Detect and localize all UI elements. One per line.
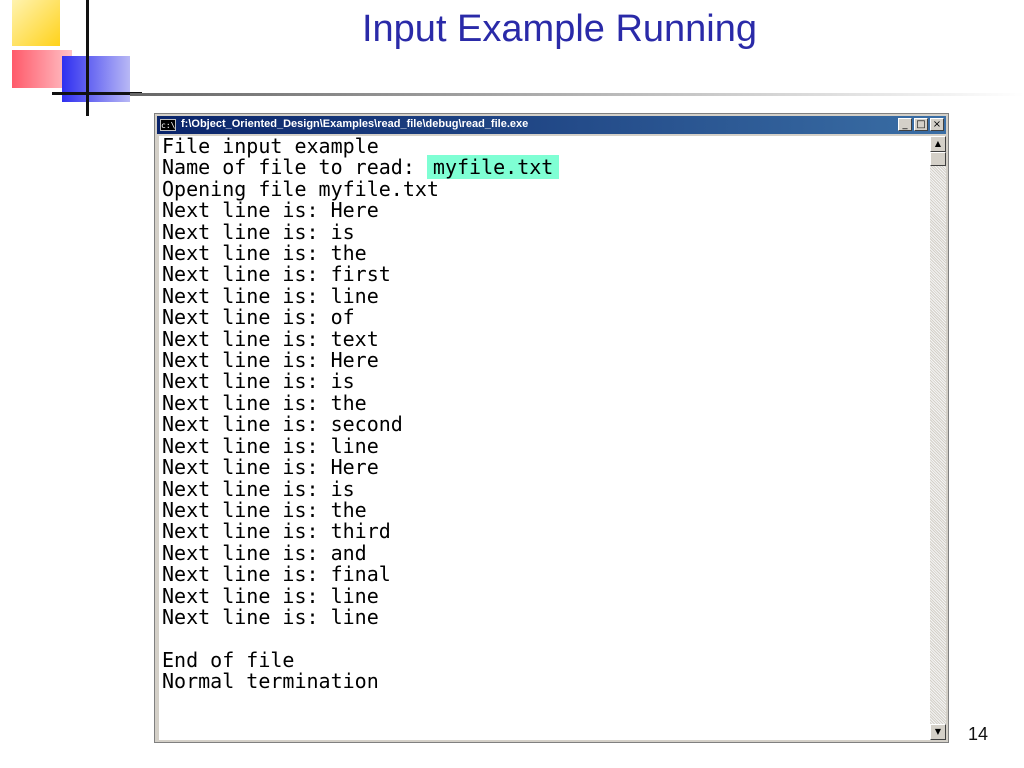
window-title: f:\Object_Oriented_Design\Examples\read_…: [181, 118, 529, 130]
console-line: Next line is: is: [162, 219, 355, 244]
horizontal-line-decoration: [52, 92, 142, 95]
console-line: Next line is: first: [162, 262, 391, 287]
console-line: Next line is: the: [162, 241, 367, 266]
console-window[interactable]: c:\ f:\Object_Oriented_Design\Examples\r…: [154, 113, 949, 743]
console-line: Next line is: line: [162, 283, 379, 308]
console-prompt-line: Name of file to read: myfile.txt: [162, 155, 560, 180]
console-line: Next line is: and: [162, 540, 367, 565]
console-line: Next line is: line: [162, 583, 379, 608]
console-line: Next line is: is: [162, 476, 355, 501]
scroll-up-icon[interactable]: ▲: [930, 136, 946, 152]
filename-input-highlight: myfile.txt: [426, 155, 560, 180]
slide-title: Input Example Running: [361, 8, 758, 50]
console-line: Next line is: of: [162, 305, 355, 330]
console-line: Next line is: is: [162, 369, 355, 394]
minimize-button[interactable]: _: [898, 118, 912, 131]
console-line: Next line is: text: [162, 326, 379, 351]
title-underline: [130, 93, 1024, 96]
console-line: Next line is: second: [162, 412, 403, 437]
console-line: Next line is: the: [162, 497, 367, 522]
console-line: File input example: [162, 136, 379, 158]
window-titlebar[interactable]: c:\ f:\Object_Oriented_Design\Examples\r…: [157, 116, 946, 134]
console-line: Next line is: Here: [162, 198, 379, 223]
console-prompt: Name of file to read:: [162, 155, 427, 180]
corner-decoration: [0, 0, 150, 120]
console-line: Next line is: line: [162, 433, 379, 458]
slide-number: 14: [968, 724, 989, 744]
maximize-button[interactable]: □: [914, 118, 928, 131]
vertical-line-decoration: [86, 0, 89, 116]
console-line: Next line is: line: [162, 604, 379, 629]
vertical-scrollbar[interactable]: ▲ ▼: [930, 136, 946, 740]
console-blank-line: [162, 628, 559, 649]
console-line: Next line is: the: [162, 390, 367, 415]
console-app-icon[interactable]: c:\: [160, 119, 176, 131]
console-line: Next line is: Here: [162, 348, 379, 373]
close-button[interactable]: ×: [930, 118, 944, 131]
console-line: Next line is: Here: [162, 455, 379, 480]
console-line: Next line is: third: [162, 519, 391, 544]
scroll-down-icon[interactable]: ▼: [930, 724, 946, 740]
yellow-square-decoration: [12, 0, 60, 46]
console-line: Normal termination: [162, 669, 379, 694]
scroll-thumb[interactable]: [930, 152, 946, 166]
console-line: End of file: [162, 647, 295, 672]
console-line: Opening file myfile.txt: [162, 176, 439, 201]
blue-square-decoration: [62, 56, 130, 102]
window-controls: _ □ ×: [898, 118, 944, 131]
console-line: Next line is: final: [162, 562, 391, 587]
